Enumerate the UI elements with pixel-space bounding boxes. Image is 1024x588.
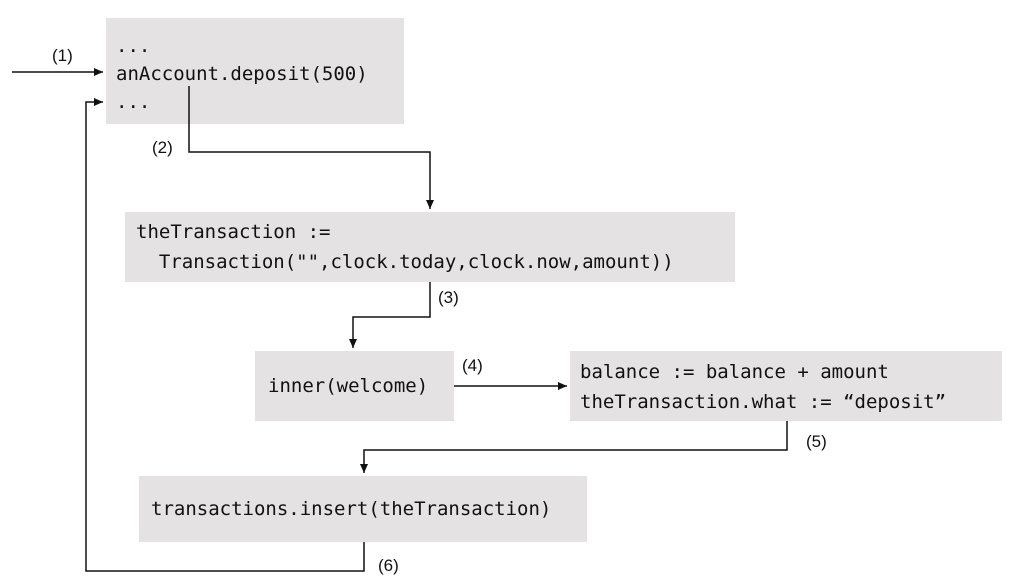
arrow-step-5: [360, 421, 788, 473]
balance-update-box: [570, 351, 1002, 421]
step-label-4: (4): [462, 356, 483, 375]
caller-line-ellipsis-top: ...: [116, 35, 151, 57]
inner-line: inner(welcome): [268, 375, 429, 397]
step-label-3: (3): [438, 288, 459, 307]
step-label-5: (5): [806, 432, 827, 451]
arrow-step-2: [188, 86, 434, 209]
inner-call-box: [255, 351, 454, 421]
transaction-code-box: [125, 212, 735, 282]
arrow-step-6: [85, 98, 365, 572]
balance-line-update: balance := balance + amount: [580, 361, 889, 383]
arrow-step-3: [349, 282, 431, 348]
caller-line-deposit-call: anAccount.deposit(500): [116, 63, 368, 85]
step-label-1: (1): [52, 46, 73, 65]
caller-code-box: [106, 18, 404, 124]
insert-line: transactions.insert(theTransaction): [151, 498, 552, 520]
step-label-6: (6): [378, 556, 399, 575]
transaction-line-assign: theTransaction :=: [136, 221, 331, 243]
balance-line-what: theTransaction.what := “deposit”: [580, 391, 947, 413]
insert-code-box: [139, 476, 587, 542]
step-label-2: (2): [152, 138, 173, 157]
caller-line-ellipsis-bottom: ...: [116, 91, 151, 113]
transaction-line-constructor: Transaction("",clock.today,clock.now,amo…: [136, 251, 674, 273]
